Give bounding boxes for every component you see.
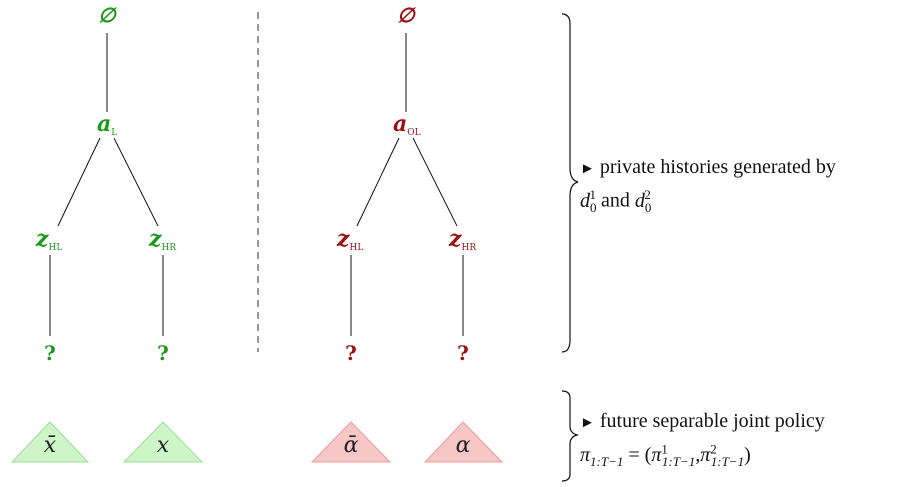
right-obs-hr-node: zHR [448,226,476,253]
right-obs-hl-node: zHL [336,226,363,253]
histories-text: private histories generated by [599,156,836,178]
edge-action-zhr-right [412,137,458,227]
policy-formula: π1:T−1 = (π11:T−1,π21:T−1) [580,441,751,469]
triangle-right-red [423,421,504,463]
policy-text: future separable joint policy [599,410,825,432]
right-action-node: aOL [393,111,421,138]
triangle-left-green [10,421,90,463]
bullet-icon: ► [580,415,595,431]
triangle-right-red-label: α [456,433,471,458]
right-tree-nodes: ∅ aOL zHL zHR ? ? [336,3,476,365]
d2-symbol: d02 [634,187,652,215]
brace-policy [561,390,580,482]
left-action-node: aL [97,111,117,138]
edge-action-zhr-left [113,137,159,227]
left-tree-edges [49,33,164,336]
triangle-left-red-label: ᾱ [344,433,359,458]
left-leaf-hr: ? [157,341,169,365]
annotation-histories: ► private histories generated by d01 and… [580,154,890,221]
edge-action-zhl-right [356,137,400,227]
left-obs-hl-node: zHL [35,226,62,253]
d1-symbol: d01 [580,187,597,215]
left-tree-nodes: ∅ aL zHL zHR ? ? [35,3,176,365]
left-leaf-hl: ? [44,341,56,365]
annotation-policy: ► future separable joint policy π1:T−1 =… [580,408,895,475]
and-text: and [601,189,630,212]
right-leaf-hl: ? [345,341,357,365]
right-tree-edges [350,33,464,336]
right-root-node: ∅ [397,3,416,27]
right-leaf-hr: ? [457,341,469,365]
left-root-node: ∅ [98,3,117,27]
triangle-right-green [122,421,204,463]
edge-action-zhl-left [57,137,101,227]
brace-histories [561,13,579,353]
triangle-left-green-label: x̄ [44,433,57,458]
triangle-right-green-label: x [157,433,170,458]
triangle-left-red [310,421,392,463]
bullet-icon: ► [580,161,595,177]
left-obs-hr-node: zHR [148,226,176,253]
